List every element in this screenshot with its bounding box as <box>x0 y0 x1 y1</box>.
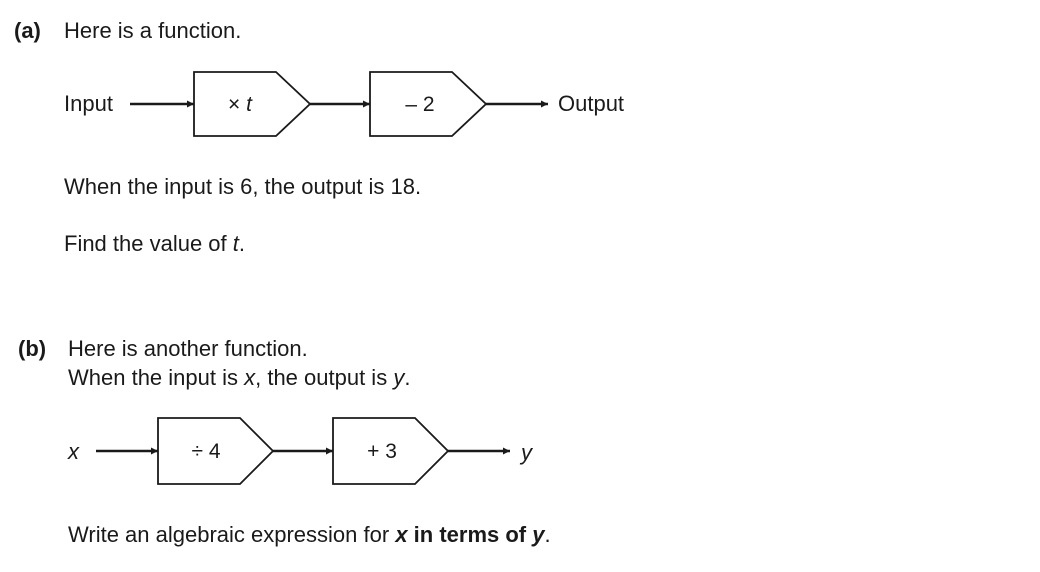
part-a-question-var: t <box>232 231 239 256</box>
part-b-box2-text: + 3 <box>367 440 397 463</box>
part-b-question-prefix: Write an algebraic expression for <box>68 522 396 547</box>
part-b-line2: When the input is x, the output is y. <box>68 365 410 391</box>
part-a-box2-text: – 2 <box>405 93 434 116</box>
part-a-question-prefix: Find the value of <box>64 231 233 256</box>
part-b-question: Write an algebraic expression for x in t… <box>68 522 551 548</box>
part-b-question-var1: x <box>395 522 408 547</box>
part-a-box2 <box>369 71 488 137</box>
part-a-input-label: Input <box>64 91 113 116</box>
part-a-output-label: Output <box>558 91 625 116</box>
part-b-line2-var1: x <box>244 365 256 390</box>
part-a-box1-op: × <box>228 93 246 116</box>
part-a-intro: Here is a function. <box>64 18 242 43</box>
part-a-box1-var: t <box>246 93 253 116</box>
part-b-line2-prefix: When the input is <box>68 365 245 390</box>
part-b-question-suffix: . <box>544 522 551 547</box>
part-a-given: When the input is 6, the output is 18. <box>64 174 422 199</box>
part-b-box1-text: ÷ 4 <box>191 440 220 463</box>
part-b-input-var: x <box>68 439 79 464</box>
part-b-box2 <box>332 417 450 485</box>
part-a-box1-text: × t <box>228 93 253 116</box>
part-b-question-mid: in terms of <box>407 522 533 547</box>
part-b-box1 <box>157 417 275 485</box>
part-b-output-var: y <box>521 440 532 465</box>
part-a-question-suffix: . <box>238 231 246 256</box>
part-a-box1 <box>193 71 312 137</box>
part-b-intro: Here is another function. <box>68 336 308 361</box>
part-b-line2-mid: , the output is <box>255 365 394 390</box>
part-b-line2-suffix: . <box>404 365 411 390</box>
part-a-question: Find the value of t. <box>64 231 245 257</box>
part-b-question-var2: y <box>532 522 545 547</box>
part-a-label: (a) <box>14 18 41 43</box>
part-b-line2-var2: y <box>393 365 405 390</box>
part-b-label: (b) <box>18 336 47 361</box>
